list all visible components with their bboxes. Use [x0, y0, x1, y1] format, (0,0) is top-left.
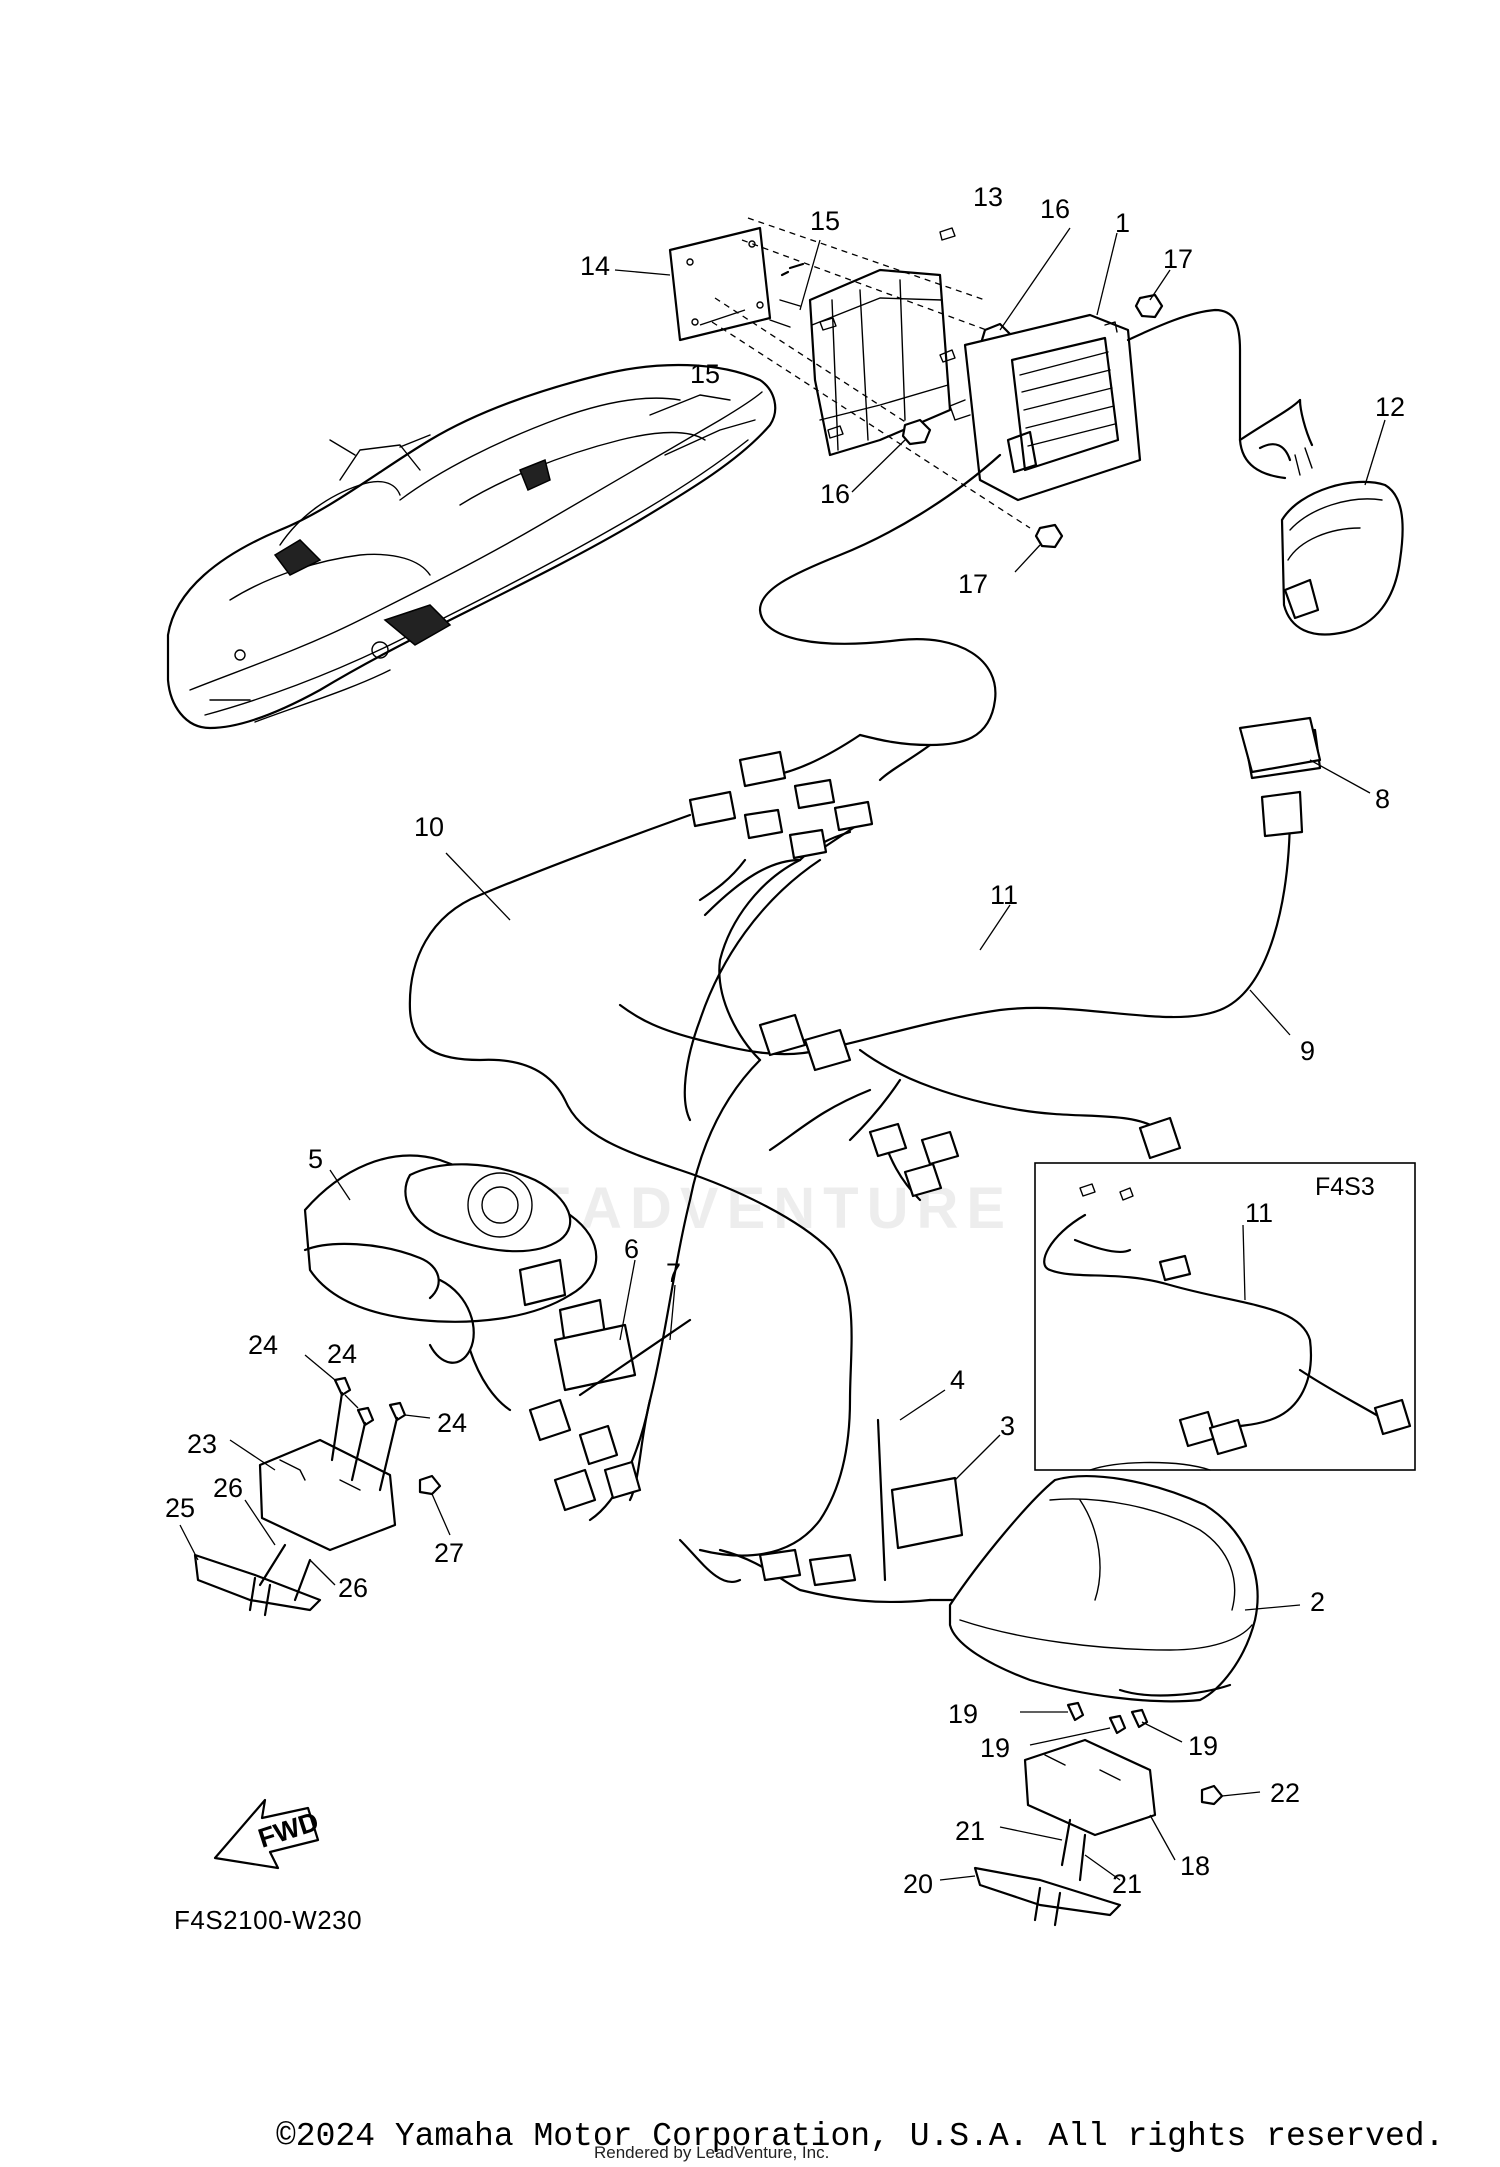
copyright-notice: ©2024 Yamaha Motor Corporation, U.S.A. A…	[276, 2118, 1445, 2155]
callout-26-b: 26	[338, 1573, 368, 1603]
callout-24-c: 24	[437, 1408, 467, 1438]
callout-17-top: 17	[1163, 244, 1193, 274]
plate-20	[973, 1818, 1122, 1927]
plate-25	[193, 1543, 322, 1617]
connectors	[528, 728, 1322, 1587]
callout-12: 12	[1375, 392, 1405, 422]
callout-16-top: 16	[1040, 194, 1070, 224]
callout-27: 27	[434, 1538, 464, 1568]
callout-11: 11	[990, 880, 1018, 910]
leader-lines	[179, 227, 1386, 1881]
callout-4: 4	[950, 1365, 965, 1395]
callout-19-a: 19	[948, 1699, 978, 1729]
diagram-code: F4S2100-W230	[174, 1905, 363, 1935]
callout-2: 2	[1310, 1587, 1325, 1617]
inset-box	[1034, 1162, 1416, 1471]
callout-25: 25	[165, 1493, 195, 1523]
bracket-23	[258, 1376, 442, 1552]
control-unit	[949, 308, 1302, 502]
inset-callout-11: 11	[1245, 1198, 1273, 1228]
callout-7: 7	[666, 1258, 681, 1288]
component-12	[1258, 398, 1404, 636]
callout-6: 6	[624, 1234, 639, 1264]
callout-20: 20	[903, 1869, 933, 1899]
fwd-arrow: FWD	[213, 1798, 322, 1870]
items-3-4	[876, 1418, 964, 1582]
callout-labels: 1 2 3 4 5 6 7 8 9 10 11 12 13 14 15 15 1…	[165, 182, 1405, 1899]
rendered-by-notice: Rendered by LeadVenture, Inc.	[594, 2143, 830, 2162]
callout-24-a: 24	[248, 1330, 278, 1360]
callout-8: 8	[1375, 784, 1390, 814]
meter-unit-2	[948, 1461, 1259, 1703]
callout-1: 1	[1115, 208, 1130, 238]
callout-26-a: 26	[213, 1473, 243, 1503]
bracket-18	[1023, 1701, 1224, 1837]
bracket-assembly	[668, 217, 1164, 549]
callout-10: 10	[414, 812, 444, 842]
callout-13: 13	[973, 182, 1003, 212]
switch-8	[1238, 716, 1322, 774]
watercraft-sketch	[166, 363, 777, 730]
callout-5: 5	[308, 1144, 323, 1174]
callout-14: 14	[580, 251, 610, 281]
items-6-7	[553, 1318, 692, 1397]
callout-21-b: 21	[1112, 1869, 1142, 1899]
meter-unit-5	[303, 1154, 607, 1412]
inset-label: F4S3	[1315, 1173, 1375, 1201]
callout-17-bottom: 17	[958, 569, 988, 599]
callout-19-b: 19	[980, 1733, 1010, 1763]
callout-19-c: 19	[1188, 1731, 1218, 1761]
callout-18: 18	[1180, 1851, 1210, 1881]
callout-9: 9	[1300, 1036, 1315, 1066]
callout-21-a: 21	[955, 1816, 985, 1846]
callout-23: 23	[187, 1429, 217, 1459]
callout-3: 3	[1000, 1411, 1015, 1441]
callout-15-top: 15	[810, 206, 840, 236]
callout-16-bottom: 16	[820, 479, 850, 509]
callout-24-b: 24	[327, 1339, 357, 1369]
callout-15-bottom: 15	[690, 359, 720, 389]
callout-22: 22	[1270, 1778, 1300, 1808]
